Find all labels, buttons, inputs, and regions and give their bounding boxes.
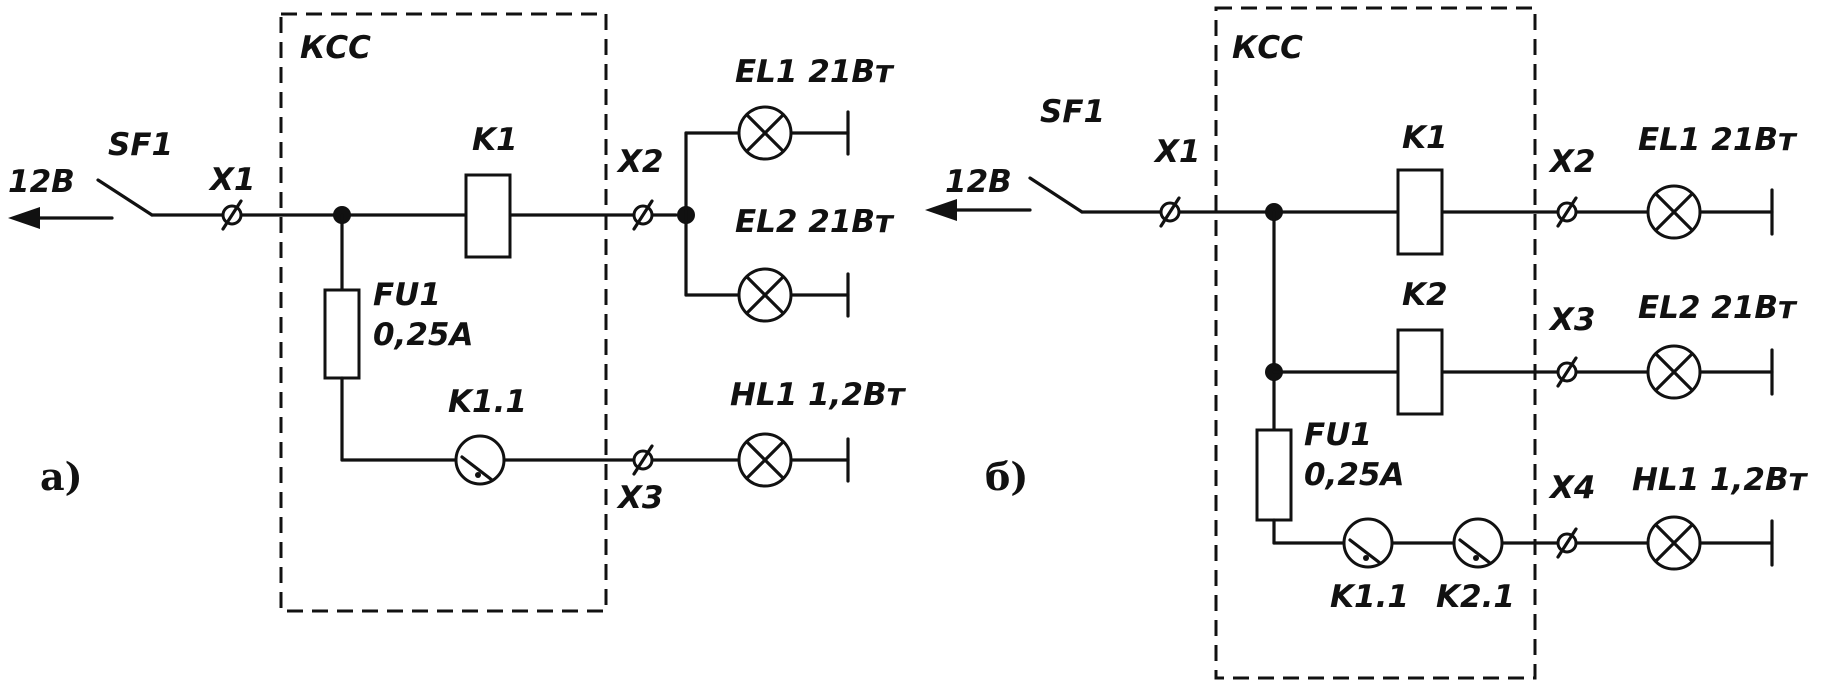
contact-k21-label-b: K2.1 — [1436, 579, 1515, 615]
diagram-b: КСС 12В SF1 X1 K1 X2 EL1 21Вт K2 X3 — [925, 6, 1809, 680]
lamp-el1-b — [1646, 184, 1702, 240]
block-kss-label-b: КСС — [1232, 30, 1303, 66]
fuse-fu1-label-b: FU1 — [1304, 417, 1372, 453]
terminal-x1-label-b: X1 — [1153, 134, 1200, 170]
terminal-x4-b — [1556, 527, 1578, 559]
contact-k11-label-b: K1.1 — [1330, 579, 1409, 615]
contact-k11-b — [1342, 517, 1394, 569]
lamp-hl1-a — [737, 432, 793, 488]
terminal-x2-label-b: X2 — [1548, 144, 1595, 180]
lamp-el2-label-a: EL2 21Вт — [735, 204, 895, 240]
block-kss-box-b — [1214, 6, 1537, 680]
diagram-a: КСС 12В SF1 X1 K1 X2 EL1 21Вт — [8, 12, 907, 613]
block-kss-box-a — [279, 12, 608, 613]
block-kss-label-a: КСС — [300, 30, 371, 66]
supply-label-a: 12В — [8, 164, 75, 200]
lamp-el1-label-a: EL1 21Вт — [735, 54, 895, 90]
fuse-fu1-b — [1255, 428, 1293, 522]
terminal-x2-b — [1556, 196, 1578, 228]
lamp-hl1-label-b: HL1 1,2Вт — [1632, 462, 1809, 498]
switch-sf1-b — [1028, 176, 1162, 214]
supply-arrow-a — [8, 207, 114, 229]
relay-k1-label-b: K1 — [1402, 120, 1448, 156]
terminal-x2-a — [632, 199, 654, 231]
terminal-x3-a — [632, 444, 654, 476]
contact-k11-a — [454, 434, 506, 486]
lamp-el2-b — [1646, 344, 1702, 400]
lamp-el1-label-b: EL1 21Вт — [1638, 122, 1798, 158]
relay-k2-b — [1396, 328, 1444, 416]
terminal-x3-label-a: X3 — [616, 480, 663, 516]
switch-sf1-label-b: SF1 — [1040, 94, 1105, 130]
fuse-fu1-a — [323, 288, 361, 380]
fuse-fu1-rating-b: 0,25А — [1304, 457, 1404, 493]
terminal-x1-b — [1159, 196, 1181, 228]
relay-k1-a — [464, 173, 512, 259]
terminal-x2-label-a: X2 — [616, 144, 663, 180]
caption-a: а) — [40, 454, 83, 499]
relay-k1-b — [1396, 168, 1444, 256]
switch-sf1-label-a: SF1 — [108, 127, 173, 163]
lamp-el2-a — [737, 267, 793, 323]
terminal-x3-b — [1556, 356, 1578, 388]
caption-b: б) — [985, 454, 1028, 499]
relay-k1-label-a: K1 — [472, 122, 518, 158]
contact-k11-label-a: K1.1 — [448, 384, 527, 420]
terminal-x3-label-b: X3 — [1548, 302, 1595, 338]
contact-k21-b — [1452, 517, 1504, 569]
switch-sf1-a — [96, 178, 224, 217]
fuse-fu1-rating-a: 0,25А — [373, 317, 473, 353]
supply-label-b: 12В — [945, 164, 1012, 200]
terminal-x1-a — [221, 199, 243, 231]
lamp-hl1-b — [1646, 515, 1702, 571]
relay-k2-label-b: K2 — [1402, 277, 1448, 313]
terminal-x1-label-a: X1 — [208, 162, 255, 198]
lamp-el2-label-b: EL2 21Вт — [1638, 290, 1798, 326]
lamp-el1-a — [737, 105, 793, 161]
supply-arrow-b — [925, 199, 1032, 221]
lamp-hl1-label-a: HL1 1,2Вт — [730, 377, 907, 413]
fuse-fu1-label-a: FU1 — [373, 277, 441, 313]
terminal-x4-label-b: X4 — [1548, 470, 1595, 506]
